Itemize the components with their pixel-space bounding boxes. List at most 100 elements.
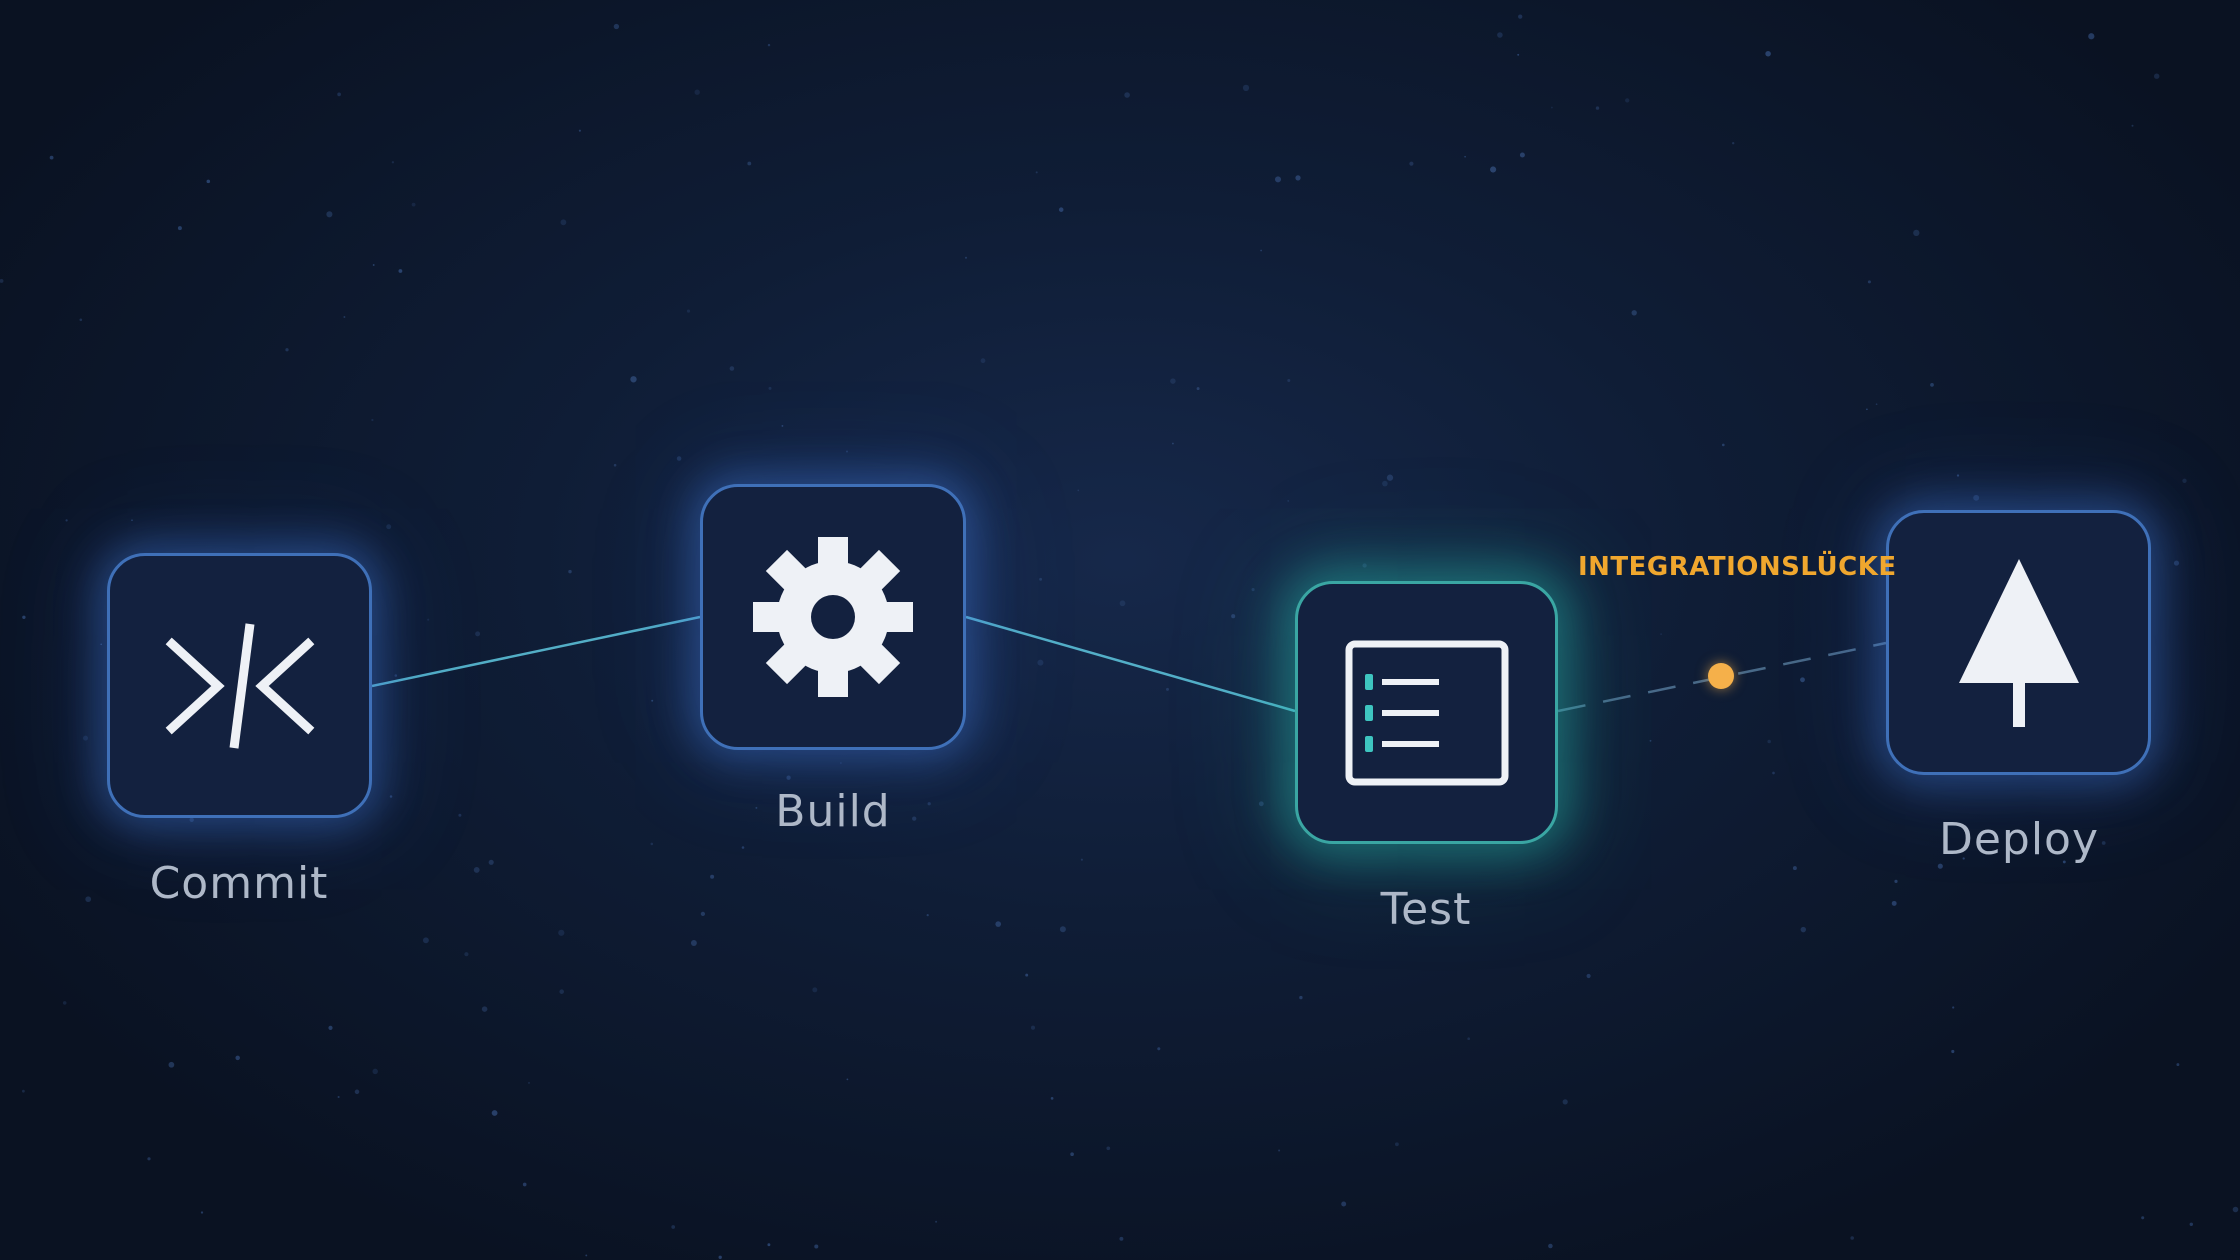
stage-label-commit: Commit [149, 858, 329, 909]
star-dot [1464, 155, 1466, 158]
star-dot [200, 1211, 204, 1214]
star-dot [65, 519, 68, 522]
star-dot [2189, 1222, 2194, 1227]
star-dot [100, 643, 103, 646]
star-dot [729, 366, 735, 371]
star-dot [522, 1182, 527, 1187]
star-dot [690, 940, 697, 946]
star-dot [671, 1225, 676, 1229]
star-dot [464, 952, 469, 957]
star-dot [651, 699, 654, 702]
star-dot [768, 386, 772, 390]
star-dot [812, 987, 818, 993]
stage-node-build[interactable] [700, 484, 966, 750]
star-dot [343, 316, 346, 318]
star-dot [700, 911, 706, 917]
star-dot [1518, 14, 1523, 19]
star-dot [488, 859, 494, 865]
star-dot [1035, 171, 1038, 174]
star-dot [2232, 1206, 2239, 1213]
star-dot [1973, 494, 1980, 501]
star-dot [755, 806, 758, 809]
star-dot [1765, 50, 1771, 57]
star-dot [1772, 771, 1775, 775]
star-dot [2141, 1216, 2145, 1220]
star-dot [0, 278, 4, 283]
star-dot [995, 921, 1002, 927]
star-dot [391, 161, 395, 164]
star-dot [1362, 563, 1367, 568]
star-dot [189, 817, 194, 822]
star-dot [411, 202, 416, 207]
star-dot [1278, 1149, 1281, 1152]
star-dot [2101, 841, 2106, 845]
star-dot [475, 631, 481, 637]
star-dot [1866, 408, 1868, 411]
star-dot [1490, 166, 1497, 173]
star-dot [560, 219, 567, 226]
star-dot [206, 179, 211, 184]
star-dot [285, 348, 289, 352]
star-dot [1517, 53, 1520, 56]
star-dot [1625, 98, 1630, 103]
star-dot [846, 1078, 849, 1081]
star-dot [1937, 863, 1943, 869]
star-dot [1913, 229, 1920, 237]
star-dot [389, 795, 393, 798]
star-dot [1891, 900, 1897, 906]
star-dot [1058, 207, 1064, 212]
star-dot [481, 1006, 488, 1012]
star-dot [1956, 474, 1960, 477]
star-dot [2062, 860, 2066, 864]
star-dot [1519, 152, 1525, 158]
star-dot [1952, 1006, 1955, 1009]
star-dot [85, 896, 92, 903]
integration-gap-marker [1708, 663, 1734, 689]
star-dot [528, 1082, 530, 1084]
star-dot [1850, 1236, 1854, 1240]
star-dot [1119, 600, 1126, 607]
star-dot [398, 269, 403, 273]
star-dot [650, 842, 654, 846]
star-dot [1875, 403, 1878, 406]
star-dot [1394, 1142, 1399, 1147]
star-dot [1287, 500, 1290, 502]
star-dot [1894, 879, 1898, 884]
star-dot [935, 1220, 938, 1223]
star-dot [1562, 1099, 1568, 1105]
star-dot [1274, 176, 1282, 183]
stage-node-deploy[interactable] [1886, 510, 2151, 775]
connector-commit-build [371, 615, 701, 688]
star-dot [1930, 383, 1934, 387]
stage-node-test[interactable] [1295, 581, 1558, 844]
stage-label-build: Build [775, 786, 891, 837]
star-dot [1341, 1201, 1347, 1207]
connector-build-test [965, 615, 1296, 713]
star-dot [1792, 866, 1797, 871]
star-dot [686, 309, 691, 313]
star-dot [1548, 1243, 1553, 1249]
star-dot [427, 618, 430, 621]
star-dot [1386, 474, 1394, 481]
star-dot [1497, 32, 1503, 38]
star-dot [1631, 310, 1637, 316]
star-dot [458, 813, 462, 817]
star-dot [337, 92, 341, 97]
star-dot [62, 1001, 67, 1005]
star-dot [767, 1243, 771, 1247]
star-dot [980, 358, 986, 364]
star-dot [2182, 478, 2187, 483]
star-dot [2173, 560, 2180, 566]
star-dot [926, 914, 929, 917]
star-dot [22, 615, 26, 619]
star-dot [1251, 588, 1255, 592]
star-dot [2153, 73, 2160, 79]
star-dot [328, 1025, 333, 1030]
star-dot [840, 762, 842, 764]
stage-node-commit[interactable] [107, 553, 372, 818]
star-dot [630, 376, 637, 383]
star-dot [235, 1055, 240, 1061]
star-dot [1025, 973, 1029, 977]
star-dot [1260, 249, 1262, 252]
star-dot [1059, 926, 1066, 933]
